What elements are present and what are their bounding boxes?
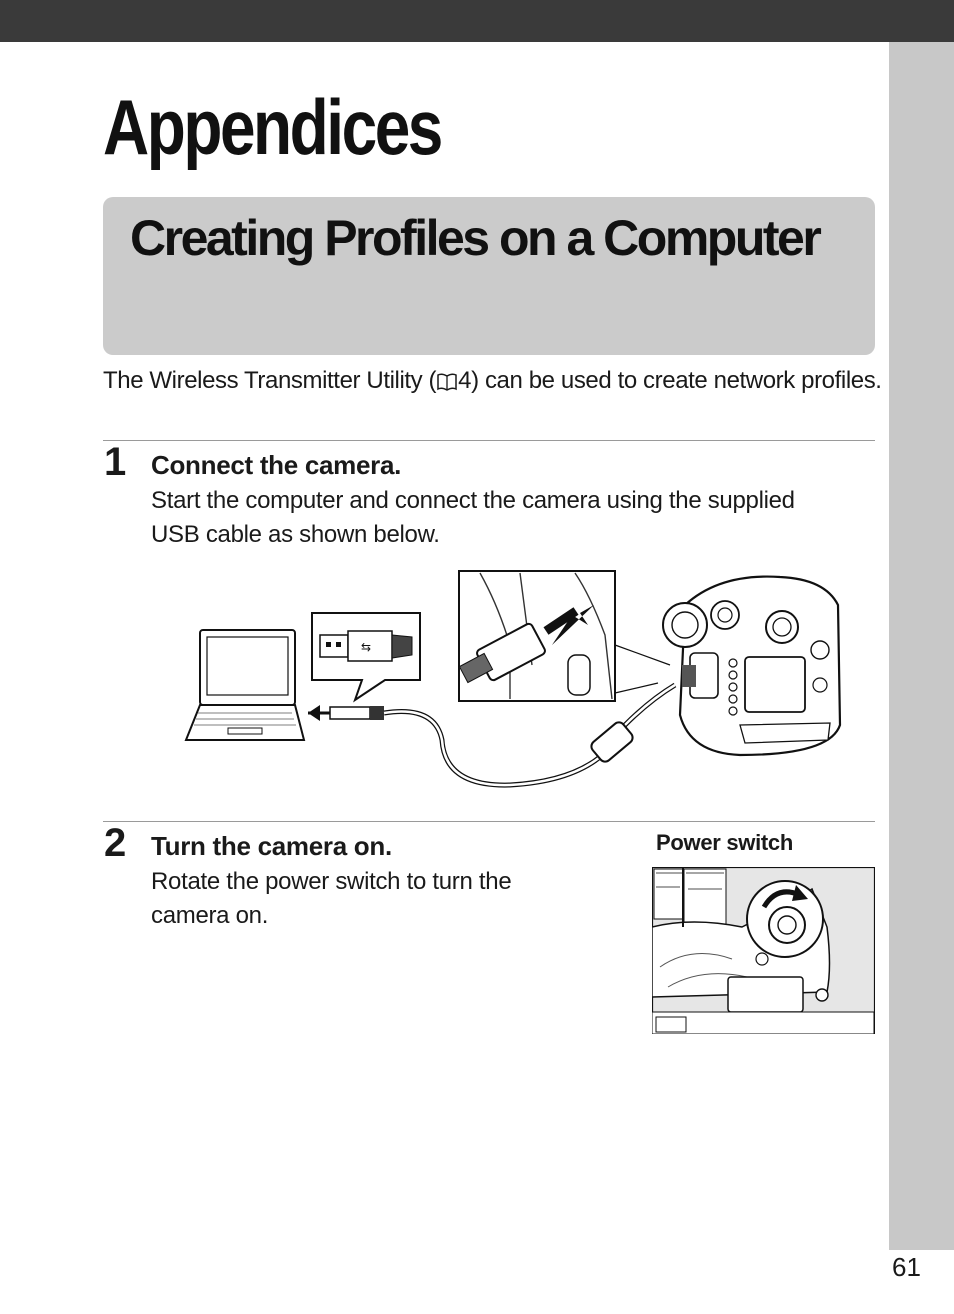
intro-text-before: The Wireless Transmitter Utility ( xyxy=(103,367,437,394)
intro-text-after: ) can be used to create network profiles… xyxy=(471,367,882,394)
section-title: Creating Profiles on a Computer xyxy=(130,210,822,266)
svg-text:⇆: ⇆ xyxy=(361,640,371,654)
book-reference-icon[interactable] xyxy=(437,367,457,401)
usb-icon: ⇆ xyxy=(311,612,421,703)
page-number: 61 xyxy=(892,1252,921,1282)
top-bar xyxy=(0,0,954,42)
reference-page[interactable]: 4 xyxy=(458,367,472,394)
step-1-heading: Connect the camera. xyxy=(151,450,402,480)
power-switch-illustration xyxy=(652,867,875,1034)
camera-icon xyxy=(662,575,842,757)
laptop-icon xyxy=(184,629,306,741)
step-2-text: Rotate the power switch to turn the came… xyxy=(151,868,512,929)
power-switch-caption: Power switch xyxy=(656,830,793,855)
side-tab xyxy=(889,42,954,1250)
step-1-divider xyxy=(103,440,875,441)
step-2-heading: Turn the camera on. xyxy=(151,831,392,861)
step-1-text: Start the computer and connect the camer… xyxy=(151,487,795,548)
step-2-number: 2 xyxy=(104,821,127,865)
usb-port-detail-inset xyxy=(458,570,616,702)
section-header-box: Creating Profiles on a Computer xyxy=(103,197,875,355)
step-2-divider xyxy=(103,821,875,822)
chapter-title: Appendices xyxy=(103,83,443,171)
step-1-number: 1 xyxy=(104,440,127,484)
usb-connection-illustration: ⇆ xyxy=(184,570,842,788)
intro-paragraph: The Wireless Transmitter Utility ( 4) can… xyxy=(103,364,883,401)
